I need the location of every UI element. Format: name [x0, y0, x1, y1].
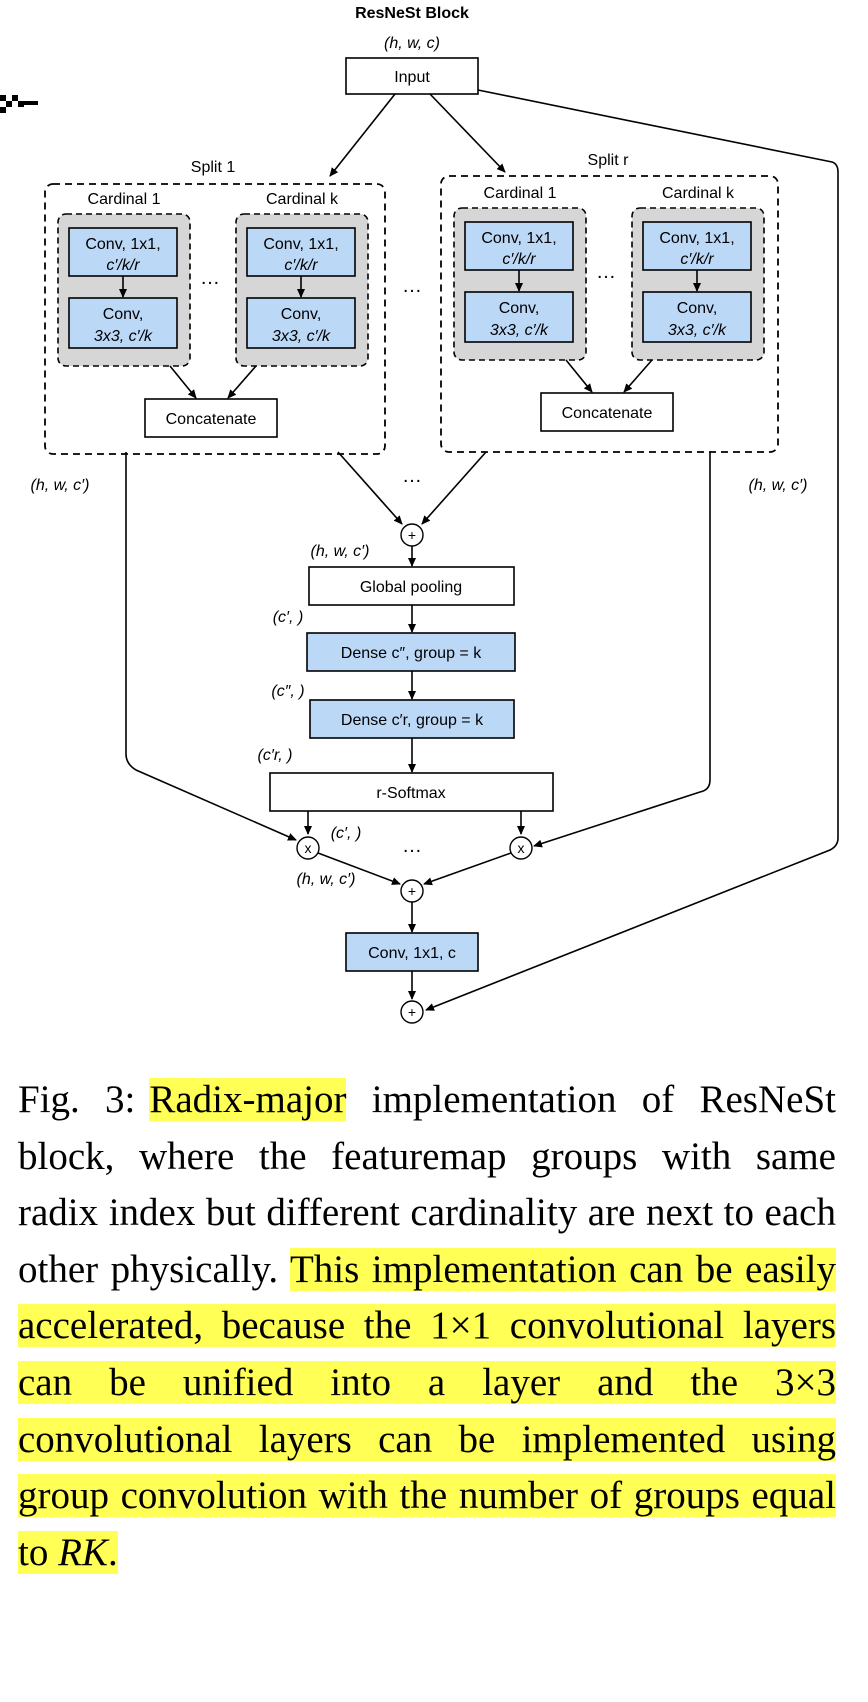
caption-text-part-1: implementation of ResNeSt block, where t… [18, 1078, 836, 1291]
conv1x1-label-line2: c′/k/r [680, 251, 714, 268]
highlight-acceleration-sentence: This implementation can be easily accele… [18, 1247, 837, 1574]
split-r-label: Split r [588, 152, 630, 169]
scan-artifact [0, 95, 38, 113]
input-box [345, 57, 479, 95]
dims-left-branch: (h, w, c′) [30, 477, 89, 494]
highlight-radix-major: Radix-major [149, 1078, 347, 1121]
split-1-label: Split 1 [191, 159, 236, 176]
conv1x1-label-line1: Conv, 1x1, [659, 230, 734, 247]
caption-text-part-2: This implementation can be easily accele… [18, 1247, 837, 1574]
conv3x3-label-line2: 3x3, c′/k [94, 328, 153, 345]
split-r-cardinal-1-conv1x1 [464, 221, 574, 271]
dense-2-label: Dense c′r, group = k [341, 712, 484, 729]
multiply-node-right [509, 836, 533, 860]
conv-out-label: Conv, 1x1, c [368, 945, 456, 962]
split-1-cardinal-k-conv3x3 [246, 297, 356, 349]
multiply-node-left [296, 836, 320, 860]
dims-after-dense1: (c″, ) [271, 683, 304, 700]
global-pooling-label: Global pooling [360, 579, 462, 596]
conv1x1-label-line1: Conv, 1x1, [263, 236, 338, 253]
figure-caption: Fig. 3: Radix-major implementation of Res… [18, 1072, 837, 1581]
r-softmax-label: r-Softmax [376, 785, 445, 802]
conv1x1-label-line1: Conv, 1x1, [481, 230, 556, 247]
dims-after-dense2: (c′r, ) [258, 747, 293, 764]
dims-attention: (c′, ) [331, 825, 362, 842]
split-r-cardinal-1-label: Cardinal 1 [484, 185, 557, 202]
sum-ellipsis: … [402, 465, 422, 487]
conv1x1-label-line2: c′/k/r [284, 257, 318, 274]
conv1x1-label-line2: c′/k/r [502, 251, 536, 268]
caption-math-rk: RK [58, 1530, 108, 1574]
sum-node-1-symbol: + [408, 527, 416, 543]
multiply-node-right-symbol: x [518, 840, 525, 856]
split-1-container [44, 183, 386, 455]
input-dims: (h, w, c) [384, 35, 440, 52]
split-r-container [440, 175, 779, 453]
dims-after-pool: (c′, ) [273, 609, 304, 626]
sum-node-output [400, 1000, 424, 1024]
dims-weighted: (h, w, c′) [296, 871, 355, 888]
conv1x1-label-line2: c′/k/r [106, 257, 140, 274]
split-r-cardinal-k-conv3x3 [642, 291, 752, 343]
split-1-cardinal-1-conv3x3 [68, 297, 178, 349]
split-1-ellipsis: … [200, 267, 220, 289]
figure-label: Fig. 3: [18, 1078, 136, 1121]
split-r-cardinal-k-label: Cardinal k [662, 185, 735, 202]
dims-after-sum: (h, w, c′) [310, 543, 369, 560]
diagram-title: ResNeSt Block [355, 5, 469, 22]
conv-out-box [345, 932, 479, 972]
split-1-concatenate-label: Concatenate [166, 411, 257, 428]
split-r-cardinal-1-conv3x3 [464, 291, 574, 343]
dense-1-box [306, 632, 516, 672]
split-r-ellipsis: … [596, 261, 616, 283]
sum-node-2-symbol: + [408, 883, 416, 899]
sum-node-output-symbol: + [408, 1004, 416, 1020]
split-1-cardinal-1-label: Cardinal 1 [88, 191, 161, 208]
caption-text-end: . [107, 1530, 118, 1574]
input-label: Input [394, 69, 430, 86]
conv3x3-label-line1: Conv, [677, 300, 718, 317]
conv3x3-label-line1: Conv, [281, 306, 322, 323]
dense-2-box [309, 699, 515, 739]
resnest-block-diagram: ResNeSt Block (h, w, c) Input Split 1 Ca… [0, 5, 839, 1024]
dims-right-branch: (h, w, c′) [748, 477, 807, 494]
conv3x3-label-line2: 3x3, c′/k [272, 328, 331, 345]
dense-1-label: Dense c″, group = k [341, 645, 482, 662]
weighted-ellipsis: … [402, 835, 422, 857]
split-r-concatenate-label: Concatenate [562, 405, 653, 422]
conv1x1-label-line1: Conv, 1x1, [85, 236, 160, 253]
r-softmax-box [269, 772, 554, 812]
conv3x3-label-line1: Conv, [103, 306, 144, 323]
split-1-concatenate [144, 398, 278, 438]
conv3x3-label-line2: 3x3, c′/k [668, 322, 727, 339]
split-r-concatenate [540, 392, 674, 432]
split-1-cardinal-k-label: Cardinal k [266, 191, 339, 208]
multiply-node-left-symbol: x [305, 840, 312, 856]
conv3x3-label-line2: 3x3, c′/k [490, 322, 549, 339]
conv3x3-label-line1: Conv, [499, 300, 540, 317]
splits-ellipsis: … [402, 275, 422, 297]
